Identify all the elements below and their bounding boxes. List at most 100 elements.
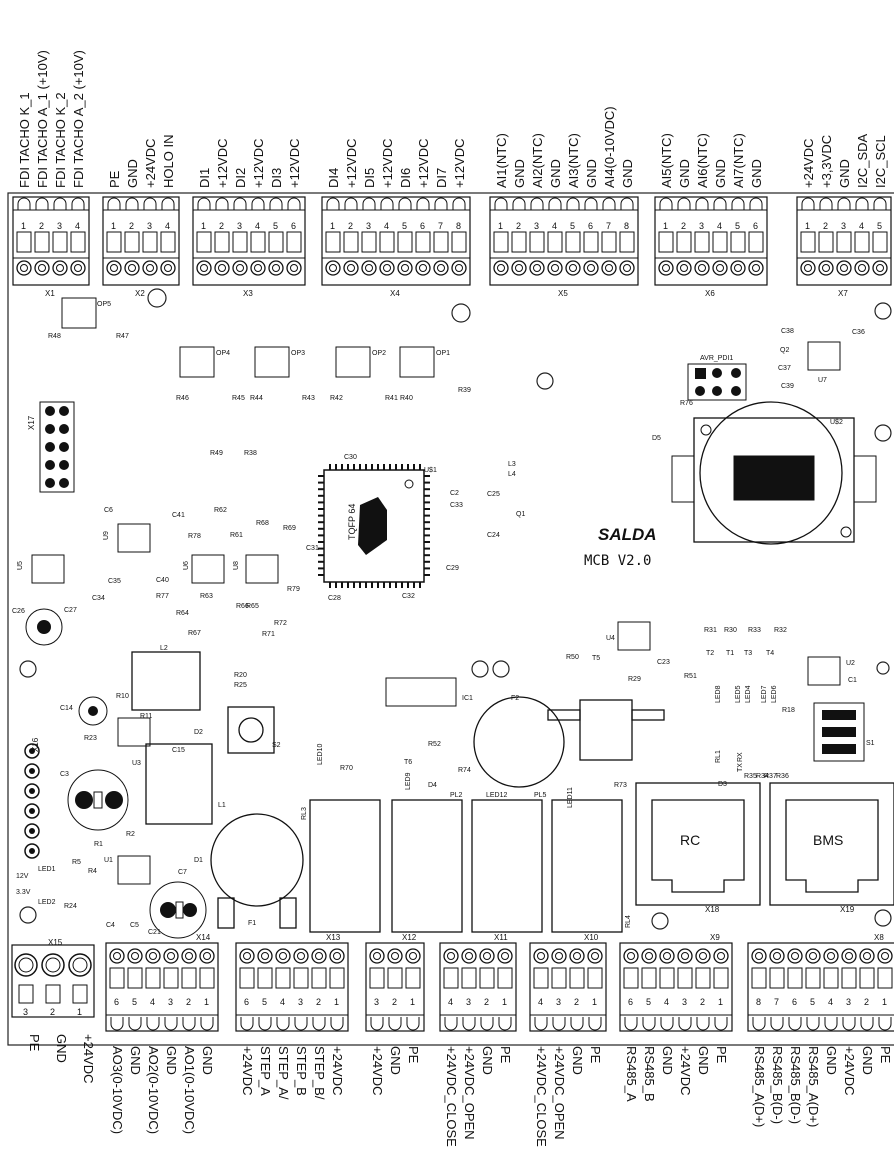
signal-label: GND — [512, 159, 527, 188]
pin-number: 2 — [348, 221, 353, 231]
pin-number: 5 — [810, 997, 815, 1007]
signal-label: PE — [27, 1034, 42, 1052]
signal-label: PE — [107, 170, 122, 188]
connector-name: X5 — [558, 289, 568, 298]
pin-number: 7 — [438, 221, 443, 231]
brand-label: SALDA — [598, 525, 657, 544]
capacitor-ref: C3 — [60, 771, 69, 778]
chip-ref: T4 — [766, 650, 774, 657]
resistor-ref: R49 — [210, 450, 223, 457]
signal-label: DI6 — [398, 168, 413, 188]
pin-number: 2 — [823, 221, 828, 231]
chip-ref: T2 — [706, 650, 714, 657]
signal-label: AI4(0-10VDC) — [602, 106, 617, 188]
pin-number: 4 — [552, 221, 557, 231]
pin-number: 3 — [23, 1007, 28, 1017]
bottom-connector-x13[interactable]: 6+24VDC5STEP_A4STEP_A/3STEP_B2STEP_B/1+2… — [235, 933, 349, 1100]
signal-label: AO2(0-10VDC) — [146, 1046, 161, 1134]
rj-jacks — [635, 782, 894, 906]
top-connector-x6[interactable]: 1AI5(NTC)2GND3AI6(NTC)4GND5AI7(NTC)6GNDX… — [654, 133, 768, 298]
resistor-ref: R72 — [274, 620, 287, 627]
relay-ref: RL1 — [715, 750, 722, 763]
pin-number: 4 — [255, 221, 260, 231]
chip-ref: Q1 — [516, 511, 525, 518]
capacitor-ref: C28 — [328, 595, 341, 602]
signal-label: GND — [164, 1046, 179, 1075]
pin-number: 1 — [498, 221, 503, 231]
top-connector-x5[interactable]: 1AI1(NTC)2GND3AI2(NTC)4GND5AI3(NTC)6GND7… — [489, 106, 639, 298]
pin-number: 6 — [792, 997, 797, 1007]
pin-number: 4 — [75, 221, 80, 231]
resistor-ref: R34 — [756, 773, 769, 780]
signal-label: GND — [749, 159, 764, 188]
chip-ref: T3 — [744, 650, 752, 657]
connector-name: X10 — [584, 933, 599, 942]
signal-label: +12VDC — [380, 139, 395, 189]
led-ref: LED4 — [745, 685, 752, 703]
pin-number: 1 — [805, 221, 810, 231]
pin-number: 3 — [466, 997, 471, 1007]
battery-holder: U$2 — [671, 401, 877, 545]
capacitor-ref: C31 — [306, 545, 319, 552]
pin-number: 1 — [502, 997, 507, 1007]
resistor-ref: R31 — [704, 627, 717, 634]
resistor-ref: R62 — [214, 507, 227, 514]
pin-number: 4 — [384, 221, 389, 231]
resistor-ref: R67 — [188, 630, 201, 637]
resistor-ref: R78 — [188, 533, 201, 540]
resistor-ref: R41 — [385, 395, 398, 402]
pin-number: 6 — [628, 997, 633, 1007]
pin-number: 1 — [663, 221, 668, 231]
pin-number: 2 — [316, 997, 321, 1007]
mcu-ref: U$1 — [424, 467, 437, 474]
signal-label: RS485_A(D+) — [752, 1046, 767, 1127]
signal-label: GND — [677, 159, 692, 188]
resistor-ref: R25 — [234, 682, 247, 689]
resistor-ref: R24 — [64, 903, 77, 910]
capacitor-ref: C7 — [178, 869, 187, 876]
pin-number: 6 — [114, 997, 119, 1007]
capacitor-ref: C1 — [848, 677, 857, 684]
resistor-ref: R20 — [234, 672, 247, 679]
opto-ref: OP1 — [436, 350, 450, 357]
chip-ref: U1 — [104, 857, 113, 864]
signal-label: GND — [125, 159, 140, 188]
bottom-connectors: 3PE2GND1+24VDCX156AO3(0-10VDC)5GND4AO2(0… — [11, 933, 894, 1147]
pin-number: 7 — [774, 997, 779, 1007]
led-ref: LED1 — [38, 866, 56, 873]
resistor-ref: R63 — [200, 593, 213, 600]
resistor-ref: R37 — [764, 773, 777, 780]
signal-label: +24VDC_CLOSE — [444, 1046, 459, 1147]
top-connector-x4[interactable]: 1DI42+12VDC3DI54+12VDC5DI66+12VDC7DI78+1… — [321, 139, 471, 299]
resistor-ref: R71 — [262, 631, 275, 638]
capacitor-ref: C15 — [172, 747, 185, 754]
bottom-connector-x8[interactable]: 8RS485_A(D+)7RS485_B(D-)6RS485_B(D-)5RS4… — [747, 933, 894, 1127]
resistor-ref: R38 — [244, 450, 257, 457]
chip-ref: U2 — [846, 660, 855, 667]
resistor-ref: R44 — [250, 395, 263, 402]
signal-label: GND — [837, 159, 852, 188]
pin-number: 3 — [682, 997, 687, 1007]
rj-bms-label: BMS — [813, 832, 843, 848]
chip-ref: IC1 — [462, 695, 473, 702]
signal-label: AI7(NTC) — [731, 133, 746, 188]
resistor-ref: R66 — [236, 603, 249, 610]
capacitor-ref: C32 — [402, 593, 415, 600]
pin-number: 4 — [538, 997, 543, 1007]
led-ref: LED7 — [761, 685, 768, 703]
signal-label: +24VDC — [842, 1046, 857, 1096]
led-ref: LED12 — [486, 792, 508, 799]
bottom-connector-x14[interactable]: 6AO3(0-10VDC)5GND4AO2(0-10VDC)3GND2AO1(0… — [105, 933, 219, 1134]
pin-number: 1 — [111, 221, 116, 231]
diode-ref: D3 — [718, 781, 727, 788]
signal-label: FDI TACHO K_2 — [53, 92, 68, 188]
